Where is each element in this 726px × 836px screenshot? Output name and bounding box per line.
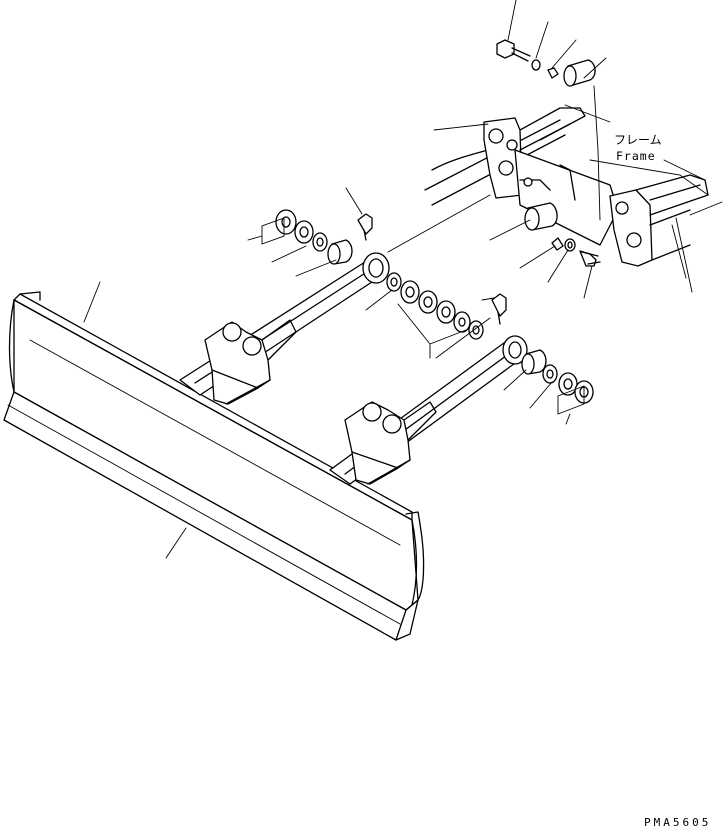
callout-leader-lines [83,0,723,559]
right-arm-hardware [521,349,594,404]
labels: フレーム Frame PMA5605 [614,133,711,829]
drawing-code: PMA5605 [644,816,711,829]
dozer-blade [3,291,425,641]
top-pin-assembly [496,39,596,87]
frame-label-japanese: フレーム [614,133,662,147]
frame [424,107,709,267]
lower-pin-assembly [524,202,601,267]
frame-label-english: Frame [616,149,656,163]
push-arm-left [179,252,390,405]
left-arm-hardware [275,209,373,265]
right-shim-stack [386,272,507,340]
push-arm-right [329,335,528,485]
